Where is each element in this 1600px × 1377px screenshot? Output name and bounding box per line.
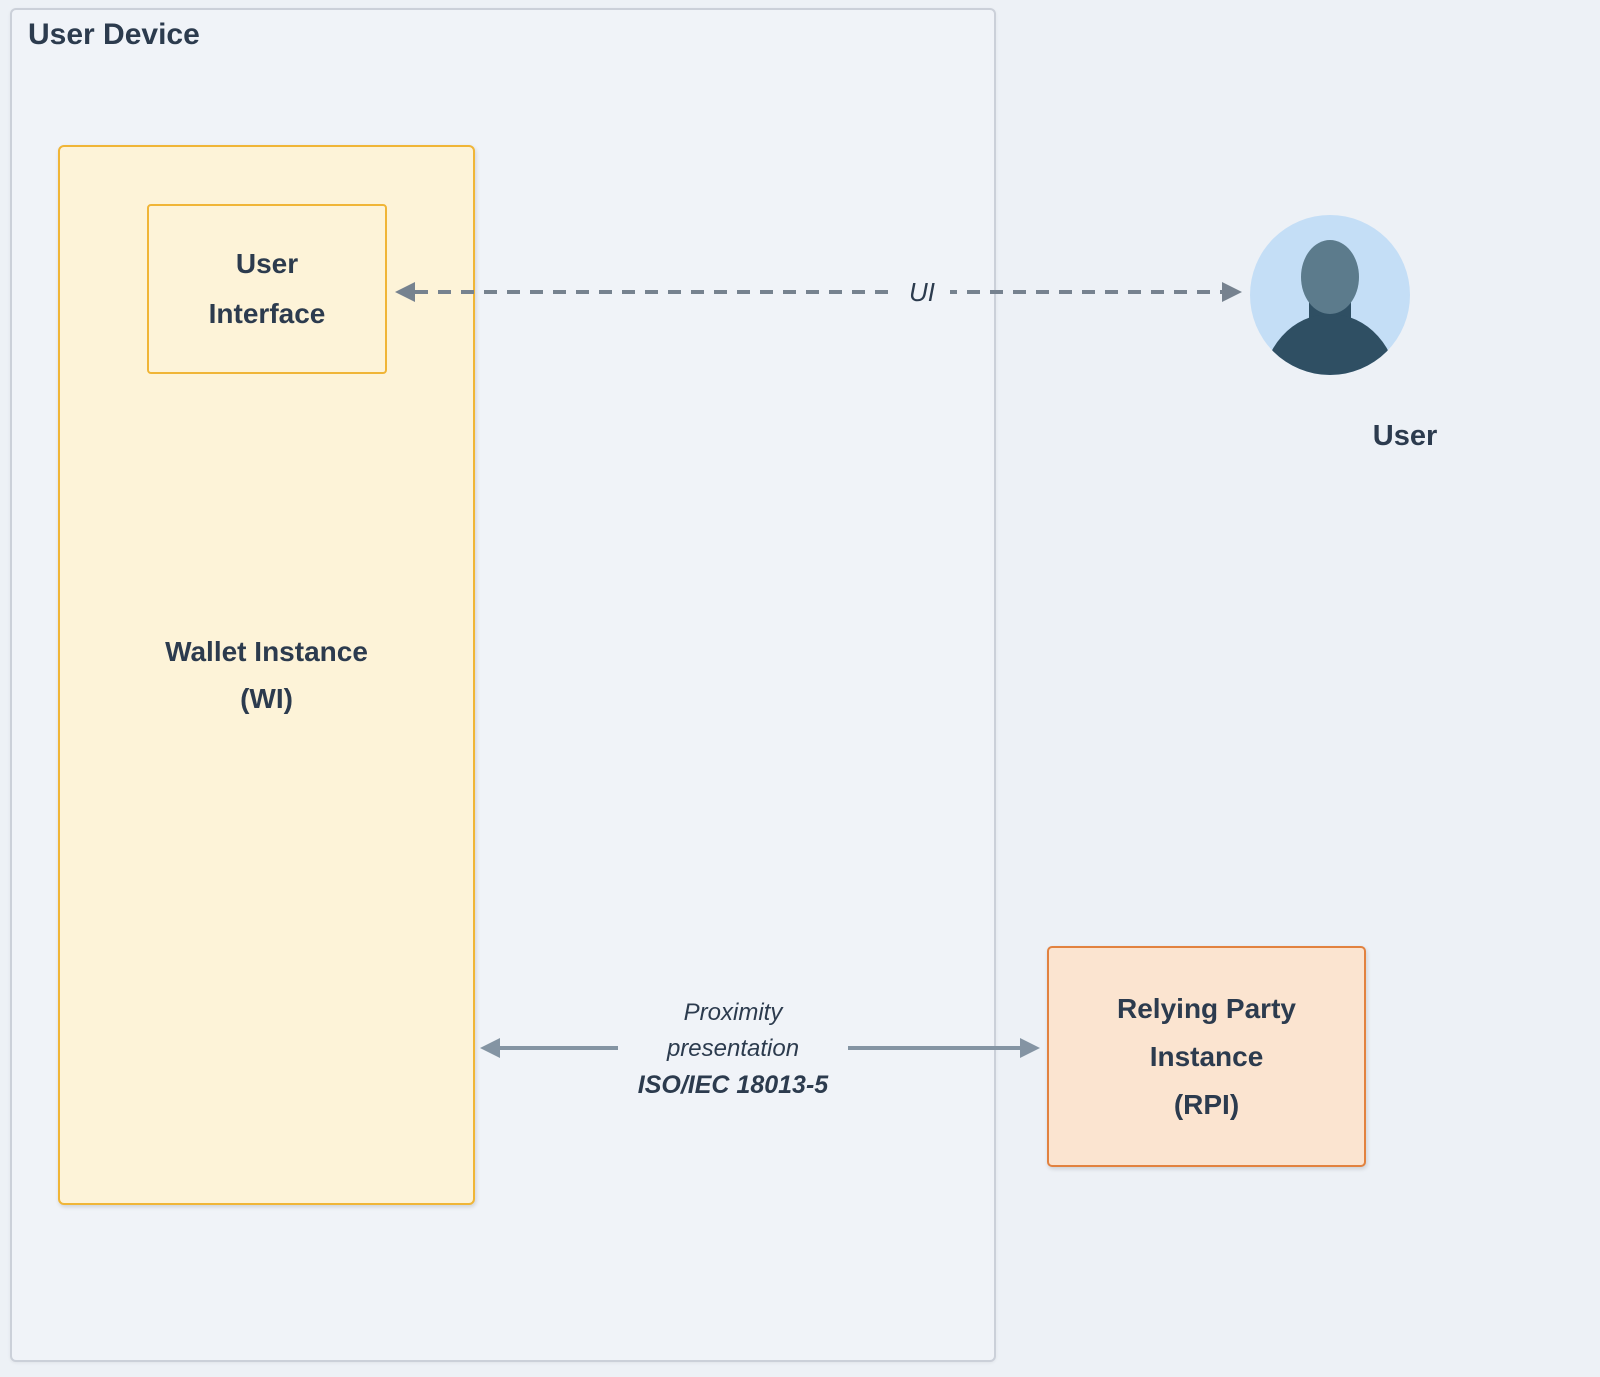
proximity-label-line1: Proximity [683, 999, 783, 1026]
avatar-head [1301, 240, 1359, 314]
avatar-body [1262, 314, 1398, 375]
relying-party-label-line3: (RPI) [1173, 1088, 1240, 1120]
ui-connector-label: UI [894, 272, 950, 312]
wallet-instance-label: Wallet Instance (WI) [165, 628, 368, 722]
user-avatar-icon [1250, 215, 1410, 375]
wallet-instance-label-line1: Wallet Instance [165, 636, 368, 667]
wallet-instance-node: User Interface Wallet Instance (WI) [58, 145, 475, 1205]
proximity-label-standard: ISO/IEC 18013-5 [637, 1071, 829, 1099]
proximity-connector-label: Proximity presentation ISO/IEC 18013-5 [618, 994, 848, 1104]
arrowhead-left-icon [395, 282, 415, 302]
user-device-title: User Device [28, 18, 200, 51]
user-interface-label-line1: User [235, 248, 299, 279]
proximity-label-line2: presentation [666, 1035, 800, 1062]
wallet-instance-label-line2: (WI) [240, 683, 293, 714]
user-interface-label: User Interface [209, 239, 326, 339]
relying-party-label-line2: Instance [1149, 1040, 1264, 1072]
relying-party-label-line1: Relying Party [1117, 992, 1296, 1024]
arrowhead-right-icon [1020, 1038, 1040, 1058]
relying-party-node: Relying Party Instance (RPI) [1047, 946, 1366, 1167]
ui-connector-arrow [395, 282, 1242, 302]
user-device-container: User Device User Interface Wallet Instan… [10, 8, 996, 1362]
user-interface-label-line2: Interface [208, 298, 326, 329]
arrowhead-right-icon [1222, 282, 1242, 302]
user-interface-node: User Interface [147, 204, 387, 374]
arrowhead-left-icon [480, 1038, 500, 1058]
user-label: User [1372, 420, 1438, 452]
relying-party-label: Relying Party Instance (RPI) [1117, 985, 1296, 1129]
